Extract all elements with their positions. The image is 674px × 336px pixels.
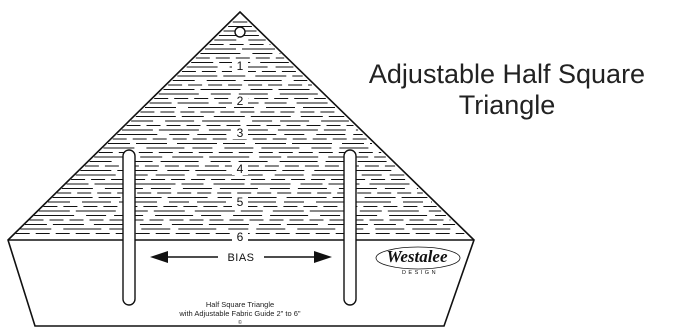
copyright-mark: © bbox=[238, 319, 242, 326]
westalee-logo: Westalee DESIGN bbox=[375, 246, 461, 276]
logo-tagline: DESIGN bbox=[402, 270, 438, 276]
page-title-line2: Triangle bbox=[459, 90, 556, 120]
bias-indicator: BIAS bbox=[150, 251, 332, 264]
left-arrow-icon bbox=[150, 251, 168, 263]
right-arrow-icon bbox=[314, 251, 332, 263]
page-title-line1: Adjustable Half Square bbox=[369, 59, 645, 89]
bias-label: BIAS bbox=[227, 252, 254, 264]
left-adjustment-slot bbox=[122, 149, 136, 306]
hanging-hole bbox=[234, 26, 246, 38]
ruler-number-5: 5 bbox=[237, 195, 244, 209]
logo-name: Westalee bbox=[386, 247, 448, 266]
ruler-number-3: 3 bbox=[237, 126, 244, 140]
ruler-number-4: 4 bbox=[237, 162, 244, 176]
ruler-number-2: 2 bbox=[237, 94, 244, 108]
product-name-line2: with Adjustable Fabric Guide 2" to 6" bbox=[178, 309, 301, 318]
right-adjustment-slot bbox=[343, 149, 357, 306]
ruler-number-1: 1 bbox=[237, 59, 244, 73]
ruler-number-6: 6 bbox=[237, 230, 244, 244]
product-name-line1: Half Square Triangle bbox=[206, 300, 274, 309]
ruler-number-labels: 1 2 3 4 5 6 bbox=[232, 59, 248, 244]
